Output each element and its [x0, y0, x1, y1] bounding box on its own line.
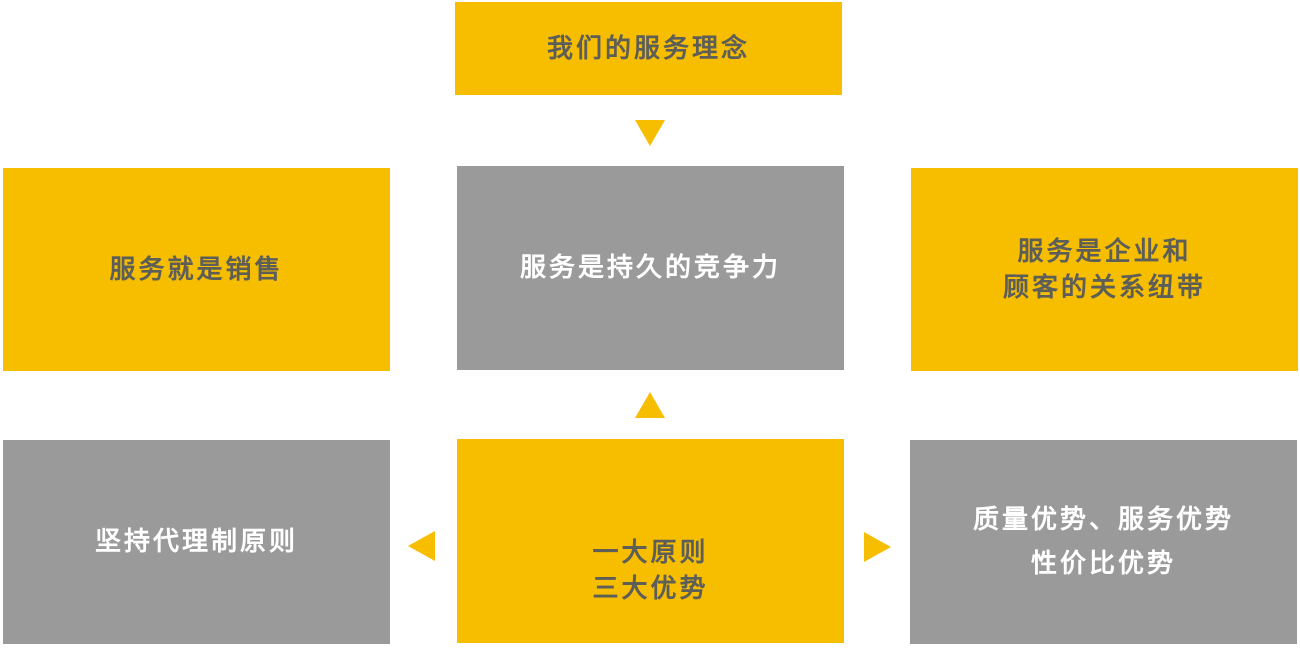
- arrow-left-icon: [408, 531, 435, 561]
- arrow-right-icon: [864, 532, 891, 562]
- arrow-down-icon: [635, 120, 665, 146]
- node-agency-principle: 坚持代理制原则: [3, 440, 390, 644]
- arrow-up-icon: [635, 392, 665, 418]
- node-service-is-sales: 服务就是销售: [3, 168, 390, 371]
- node-lasting-competitiveness: 服务是持久的竞争力: [457, 166, 844, 370]
- node-service-philosophy: 我们的服务理念: [455, 2, 842, 95]
- node-principle-advantages: 一大原则 三大优势: [457, 439, 844, 643]
- node-three-advantages: 质量优势、服务优势 性价比优势: [910, 440, 1297, 644]
- node-customer-bond: 服务是企业和 顾客的关系纽带: [911, 168, 1298, 371]
